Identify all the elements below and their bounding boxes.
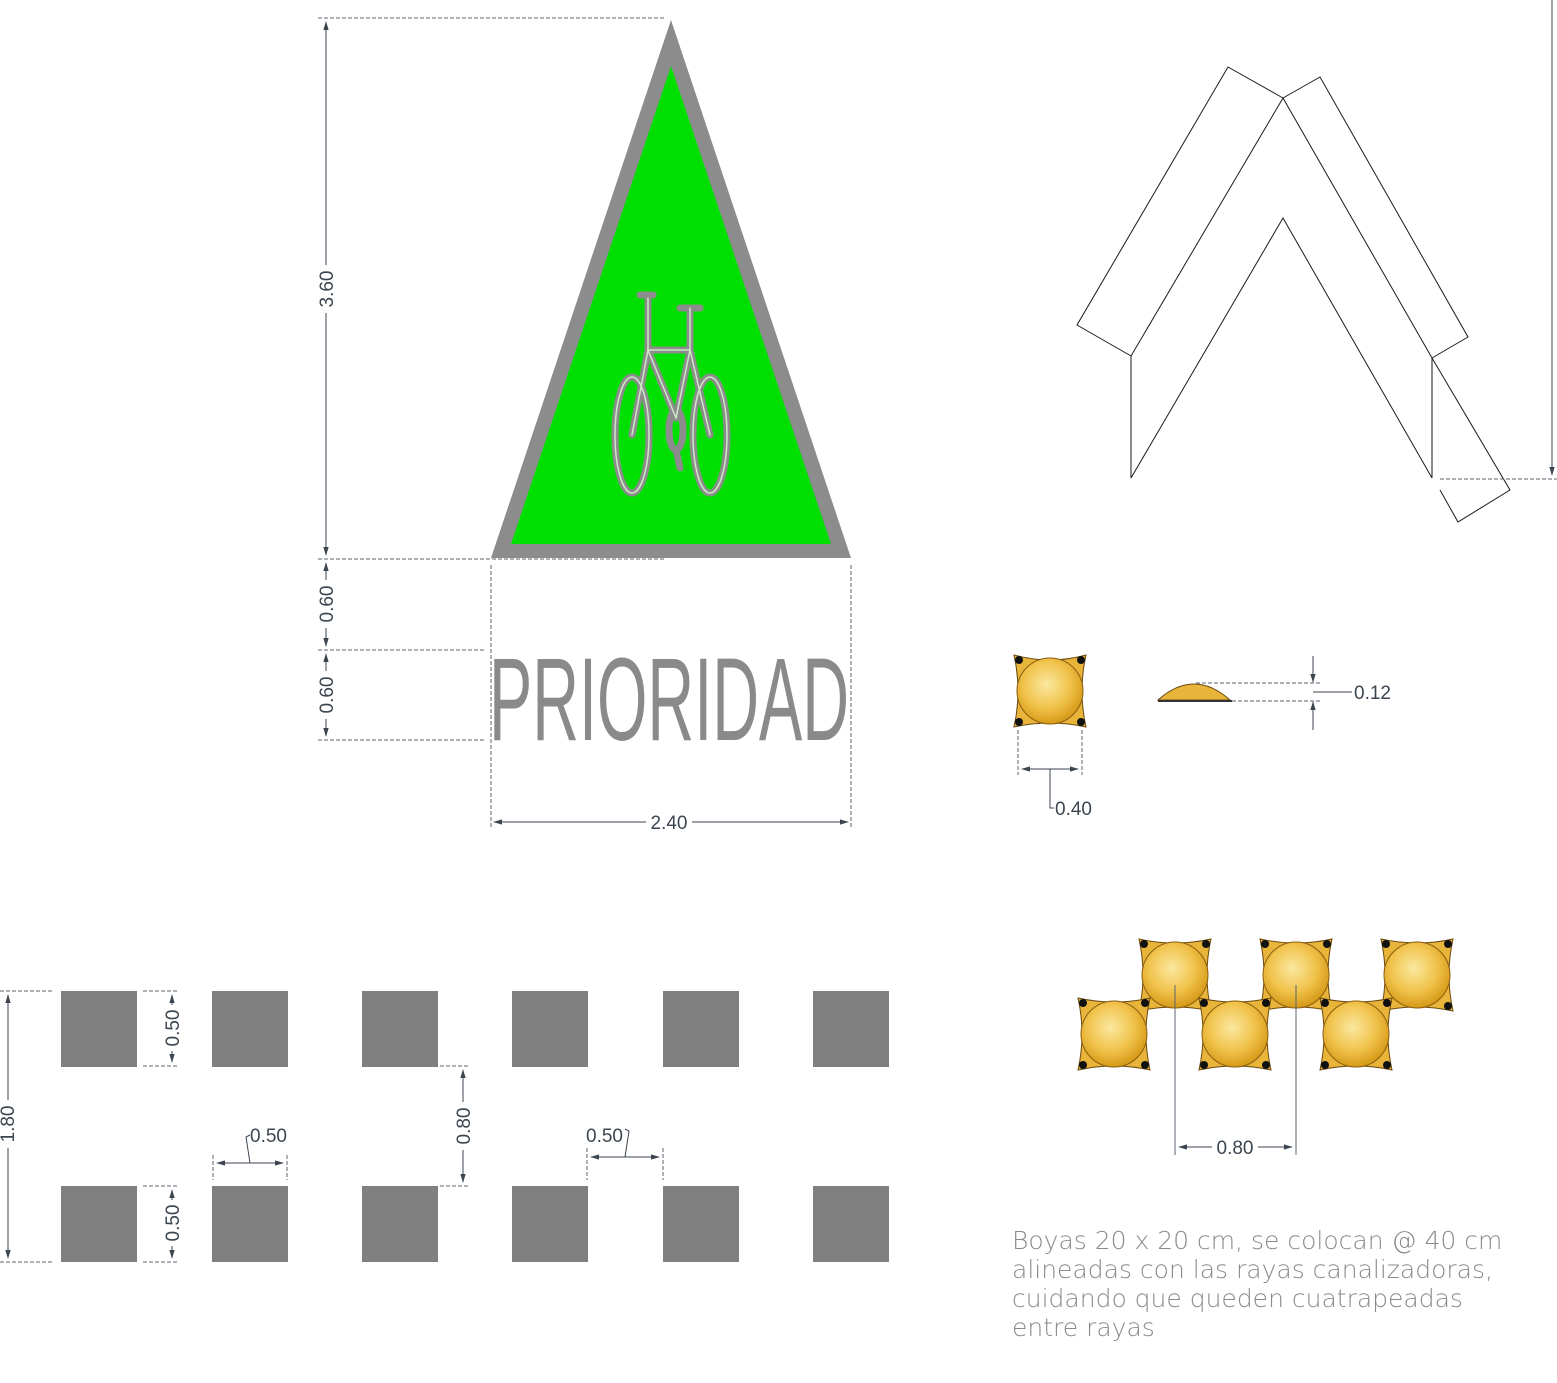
- square-top-label: 0.50: [163, 1010, 184, 1047]
- stripe-square: [663, 1186, 739, 1262]
- buoy-stud: [1200, 1061, 1208, 1069]
- buoy-stud: [1141, 999, 1149, 1007]
- word-gap-dimension: 0.60: [316, 562, 338, 647]
- sign-extension-lines: [318, 17, 852, 828]
- stripe-square: [512, 1186, 588, 1262]
- buoy-stud: [1079, 1061, 1087, 1069]
- buoy-spacing-dimension: 0.80: [1174, 985, 1297, 1159]
- buoy-stud: [1444, 940, 1452, 948]
- stripe-square: [362, 1186, 438, 1262]
- sign-width-dimension: 2.40: [493, 812, 849, 834]
- bicycle-icon-highlight: [614, 297, 728, 494]
- buoy-stud: [1323, 940, 1331, 948]
- buoy-height-label: 0.12: [1354, 683, 1391, 704]
- buoy-side-view: [1156, 683, 1232, 702]
- stripes-gap-label: 0.80: [454, 1108, 475, 1145]
- chevron-marking: [1076, 0, 1557, 523]
- buoy: [1198, 997, 1272, 1071]
- buoy-top-view: [1013, 654, 1087, 728]
- buoy-stud: [1321, 1061, 1329, 1069]
- spacing-right-dimension: 0.50: [586, 1126, 664, 1180]
- word-gap-label: 0.60: [317, 586, 338, 623]
- buoy-stud: [1140, 940, 1148, 948]
- buoy-stud: [1141, 1061, 1149, 1069]
- buoy-stud: [1262, 999, 1270, 1007]
- sign-height-dimension: 3.60: [316, 21, 338, 556]
- stripe-square: [61, 991, 137, 1067]
- stripes-total-label: 1.80: [0, 1106, 19, 1143]
- channelizing-stripes: [61, 991, 889, 1262]
- spacing-left-dimension: 0.50: [212, 1126, 288, 1180]
- word-height-label: 0.60: [317, 677, 338, 714]
- word-height-dimension: 0.60: [316, 653, 338, 737]
- spacing-right-label: 0.50: [586, 1126, 623, 1147]
- stripe-square: [663, 991, 739, 1067]
- stripe-square: [212, 991, 288, 1067]
- buoy: [1380, 938, 1454, 1012]
- stripe-square: [813, 991, 889, 1067]
- spacing-left-label: 0.50: [250, 1126, 287, 1147]
- buoy-stud: [1382, 940, 1390, 948]
- buoy-stud: [1262, 1061, 1270, 1069]
- buoy-stud: [1321, 999, 1329, 1007]
- buoy-installation-note: Boyas 20 x 20 cm, se colocan @ 40 cm ali…: [1012, 1226, 1503, 1342]
- stripe-square: [362, 991, 438, 1067]
- buoy-stud: [1444, 1002, 1452, 1010]
- square-bottom-dimension: 0.50: [143, 1185, 184, 1263]
- buoy-width-dimension: 0.40: [1017, 730, 1092, 820]
- buoy-stud: [1383, 999, 1391, 1007]
- sign-height-label: 3.60: [317, 271, 338, 308]
- stripes-gap-dimension: 0.80: [440, 1065, 475, 1187]
- sign-width-label: 2.40: [651, 813, 688, 834]
- buoy-spacing-label: 0.80: [1217, 1138, 1254, 1159]
- buoy-stud: [1261, 940, 1269, 948]
- stripe-square: [512, 991, 588, 1067]
- buoy: [1319, 997, 1393, 1071]
- stripe-square: [212, 1186, 288, 1262]
- buoy: [1077, 997, 1151, 1071]
- buoy-stud: [1200, 999, 1208, 1007]
- buoy-staggered-group: [1077, 938, 1454, 1071]
- buoy-stud: [1202, 940, 1210, 948]
- buoy-stud: [1079, 999, 1087, 1007]
- buoy-height-dimension: 0.12: [1196, 656, 1391, 730]
- buoy-width-label: 0.40: [1055, 799, 1092, 820]
- sign-word: PRIORIDAD: [489, 634, 849, 766]
- priority-sign: PRIORIDAD 3.60 0.60 0.60: [316, 17, 852, 834]
- square-top-dimension: 0.50: [143, 990, 184, 1067]
- stripe-square: [61, 1186, 137, 1262]
- buoy-stud: [1383, 1061, 1391, 1069]
- square-bottom-label: 0.50: [163, 1205, 184, 1242]
- sign-triangle-fill: [511, 66, 831, 544]
- stripes-total-dimension: 1.80: [0, 990, 52, 1263]
- stripe-square: [813, 1186, 889, 1262]
